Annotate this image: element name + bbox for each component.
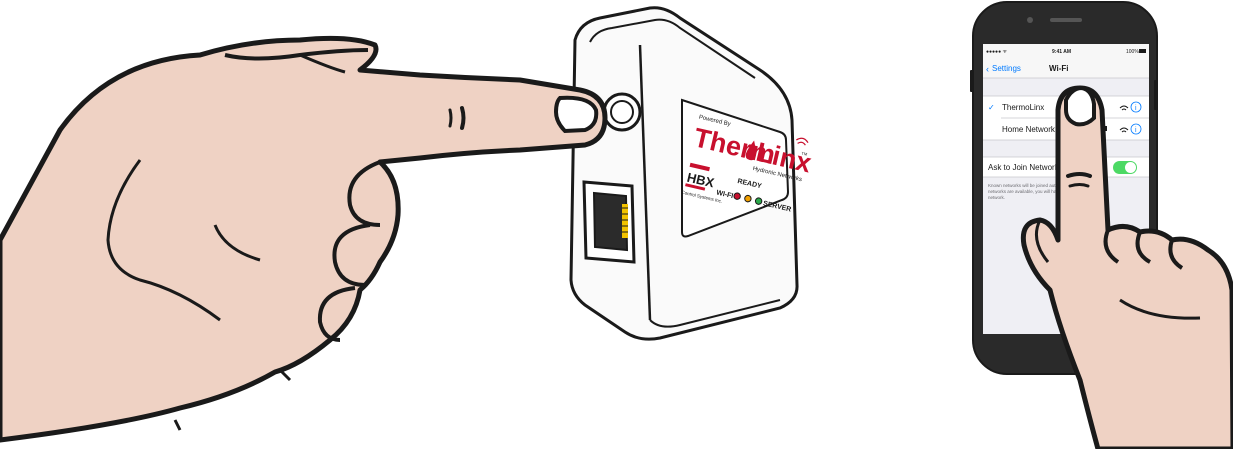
knuckle-line-right — [1068, 174, 1090, 176]
thermolinx-device: Powered By Therm Linx TM Hydronic Networ… — [571, 8, 816, 339]
phone-volume-button — [970, 70, 974, 92]
ask-to-join-label: Ask to Join Networks — [988, 163, 1063, 172]
right-fingernail — [1066, 88, 1094, 124]
network-name-2: Home Network — [1002, 125, 1056, 134]
reset-button-inner — [611, 101, 633, 123]
phone-camera-icon — [1027, 17, 1033, 23]
left-hand-illustration — [0, 38, 605, 440]
nav-title: Wi-Fi — [1049, 64, 1068, 73]
wifi-signal-icon — [796, 137, 809, 146]
phone-side-button — [1154, 80, 1158, 110]
knuckle-line-2 — [450, 110, 451, 126]
phone-speaker — [1050, 18, 1082, 22]
chevron-left-icon[interactable]: ‹ — [986, 64, 989, 74]
knuckle-line-right-2 — [1070, 185, 1088, 187]
status-battery: 100% — [1126, 49, 1139, 55]
left-fingernail — [556, 98, 596, 131]
status-carrier: ●●●●● ᯤ — [986, 49, 1007, 55]
battery-icon — [1139, 49, 1146, 53]
ask-footer-line-3: network. — [988, 195, 1005, 200]
left-hand-skin — [0, 38, 605, 440]
knuckle-line — [462, 108, 464, 128]
nav-back-settings[interactable]: Settings — [992, 64, 1021, 73]
checkmark-icon: ✓ — [988, 103, 995, 112]
toggle-knob — [1125, 162, 1136, 173]
network-name-1: ThermoLinx — [1002, 103, 1044, 112]
status-time: 9:41 AM — [1052, 49, 1071, 55]
ethernet-port-icon — [584, 182, 634, 262]
